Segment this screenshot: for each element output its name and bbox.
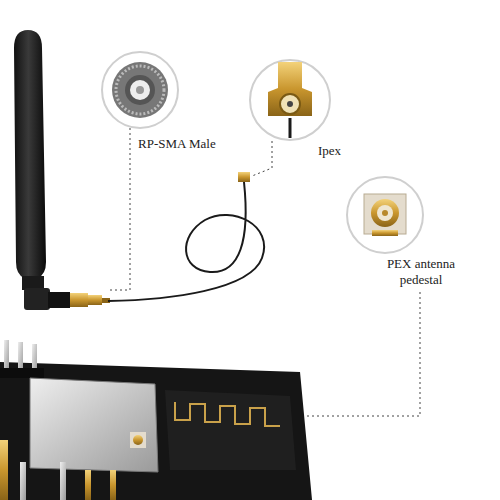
part-label: PEX antenna pedestal xyxy=(366,256,476,287)
part-label: RP-SMA Male xyxy=(138,136,216,152)
antenna xyxy=(14,30,110,310)
pex-zoom xyxy=(347,177,423,253)
esp32-board xyxy=(0,340,312,500)
ipex-plug xyxy=(238,172,250,182)
rp-sma-zoom xyxy=(102,52,178,128)
ipex-zoom xyxy=(250,60,330,140)
part-label: Ipex xyxy=(318,143,341,159)
cable xyxy=(108,182,264,301)
leader-line xyxy=(252,141,272,176)
leader-line xyxy=(110,128,130,290)
